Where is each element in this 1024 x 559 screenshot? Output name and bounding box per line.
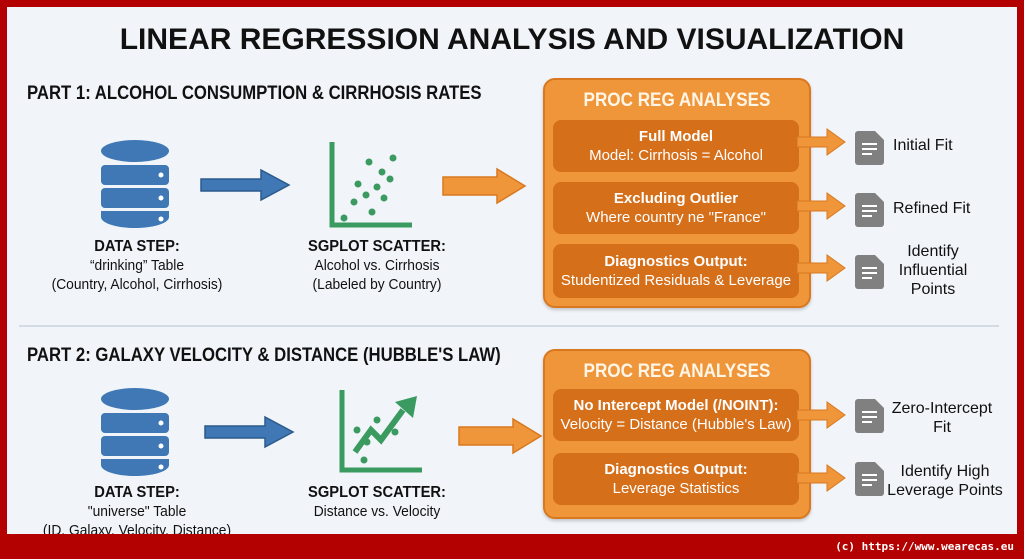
item-desc: Studentized Residuals & Leverage bbox=[560, 272, 792, 289]
item-title: Diagnostics Output: bbox=[604, 253, 748, 270]
database-icon bbox=[101, 388, 169, 476]
arrow-right-icon bbox=[797, 128, 846, 156]
item-title: Diagnostics Output: bbox=[604, 461, 748, 478]
arrow-right-icon bbox=[797, 464, 846, 492]
proc-reg-item: Diagnostics Output: Leverage Statistics bbox=[553, 453, 799, 505]
data-step-title: DATA STEP: bbox=[94, 484, 180, 501]
sgplot-label: SGPLOT SCATTER: Alcohol vs. Cirrhosis (L… bbox=[276, 237, 478, 294]
item-title: Excluding Outlier bbox=[613, 190, 739, 207]
data-step-line: “drinking” Table bbox=[89, 257, 185, 274]
item-desc: Velocity = Distance (Hubble's Law) bbox=[560, 416, 792, 433]
document-icon bbox=[855, 255, 884, 289]
item-desc: Leverage Statistics bbox=[612, 480, 740, 497]
scatter-plot-icon bbox=[329, 142, 412, 228]
proc-reg-box: PROC REG ANALYSES No Intercept Model (/N… bbox=[543, 349, 811, 519]
trend-scatter-icon bbox=[339, 390, 422, 473]
arrow-right-icon bbox=[204, 415, 295, 449]
sgplot-title: SGPLOT SCATTER: bbox=[308, 238, 446, 255]
document-icon bbox=[855, 131, 884, 165]
part2-heading: PART 2: GALAXY VELOCITY & DISTANCE (HUBB… bbox=[27, 345, 501, 366]
proc-reg-heading: PROC REG ANALYSES bbox=[583, 90, 771, 111]
sgplot-line: Alcohol vs. Cirrhosis bbox=[314, 257, 440, 274]
page-title: LINEAR REGRESSION ANALYSIS AND VISUALIZA… bbox=[119, 23, 905, 56]
document-icon bbox=[855, 462, 884, 496]
item-desc: Where country ne "France" bbox=[586, 209, 766, 226]
arrow-right-icon bbox=[442, 167, 527, 205]
proc-reg-heading: PROC REG ANALYSES bbox=[583, 361, 771, 382]
data-step-line: (ID, Galaxy, Velocity, Distance) bbox=[42, 522, 232, 534]
database-icon bbox=[101, 140, 169, 228]
data-step-line: (Country, Alcohol, Cirrhosis) bbox=[51, 276, 223, 293]
item-desc: Model: Cirrhosis = Alcohol bbox=[589, 147, 763, 164]
part1-heading: PART 1: ALCOHOL CONSUMPTION & CIRRHOSIS … bbox=[27, 83, 482, 104]
output-label: Identify High Leverage Points bbox=[887, 463, 1003, 499]
output-label: Initial Fit bbox=[893, 137, 953, 154]
sgplot-title: SGPLOT SCATTER: bbox=[308, 484, 446, 501]
item-title: Full Model bbox=[638, 128, 714, 145]
document-icon bbox=[855, 399, 884, 433]
data-step-line: "universe" Table bbox=[87, 503, 187, 520]
arrow-right-icon bbox=[797, 401, 846, 429]
proc-reg-item: No Intercept Model (/NOINT): Velocity = D… bbox=[553, 389, 799, 441]
section-divider bbox=[19, 325, 999, 327]
proc-reg-item: Diagnostics Output: Studentized Residuals… bbox=[553, 244, 799, 298]
arrow-right-icon bbox=[797, 254, 846, 282]
arrow-right-icon bbox=[200, 168, 291, 202]
data-step-label: DATA STEP: “drinking” Table (Country, Al… bbox=[36, 237, 238, 294]
sgplot-line: Distance vs. Velocity bbox=[313, 503, 441, 520]
item-title: No Intercept Model (/NOINT): bbox=[573, 397, 779, 414]
data-step-title: DATA STEP: bbox=[94, 238, 180, 255]
output-label: Identify Influential Points bbox=[898, 243, 968, 298]
document-icon bbox=[855, 193, 884, 227]
infographic: LINEAR REGRESSION ANALYSIS AND VISUALIZA… bbox=[7, 7, 1017, 534]
arrow-right-icon bbox=[458, 417, 543, 455]
output-label: Zero-Intercept Fit bbox=[891, 400, 993, 436]
output-label: Refined Fit bbox=[893, 200, 971, 217]
sgplot-line: (Labeled by Country) bbox=[312, 276, 442, 293]
copyright-footer: (c) https://www.wearecas.eu bbox=[835, 540, 1014, 553]
data-step-label: DATA STEP: "universe" Table (ID, Galaxy,… bbox=[36, 483, 238, 534]
sgplot-label: SGPLOT SCATTER: Distance vs. Velocity bbox=[276, 483, 478, 521]
arrow-right-icon bbox=[797, 192, 846, 220]
